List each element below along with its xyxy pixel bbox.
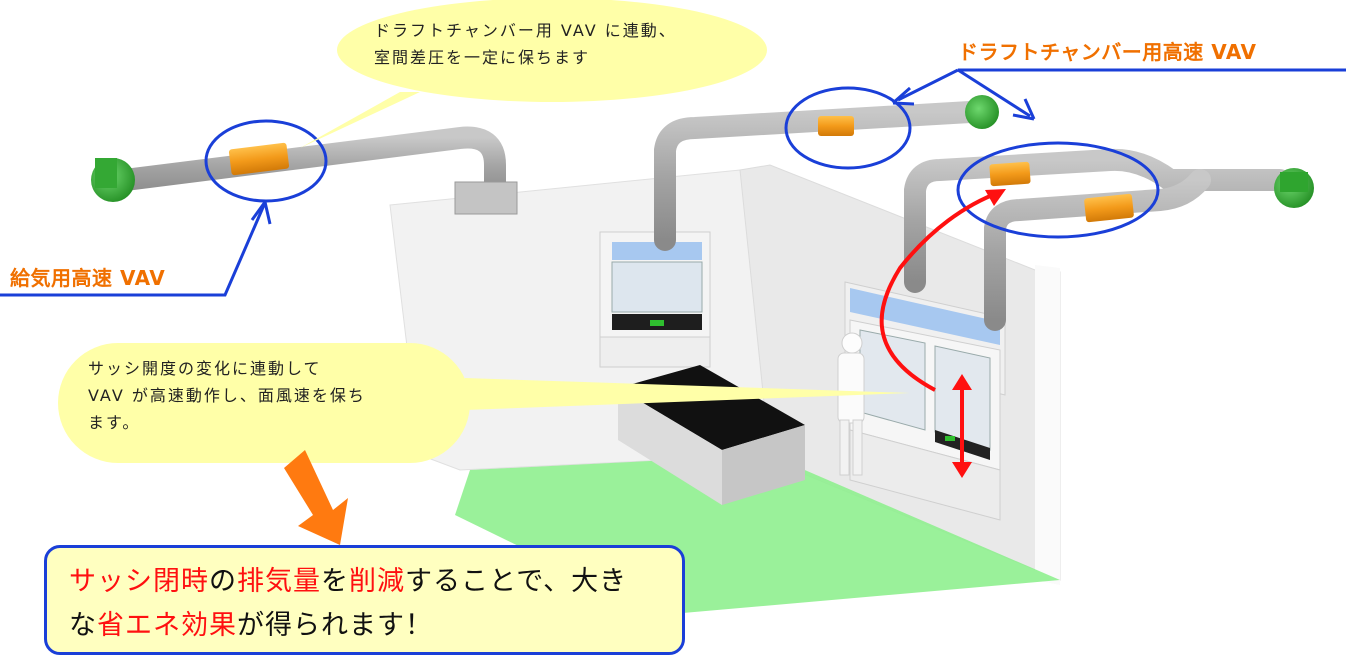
vav-exhaust-right-2 [1084, 193, 1134, 223]
lab-worker [837, 332, 865, 476]
top-callout-line1: ドラフトチャンバー用 VAV に連動、 [374, 21, 677, 40]
summary-energy-saving: 省エネ効果 [97, 610, 237, 641]
summary-text: の [209, 566, 237, 597]
down-arrow-icon [284, 450, 348, 545]
summary-text: を [321, 566, 349, 597]
summary-text: な [69, 610, 97, 641]
draft-vav-highlight-right [956, 141, 1160, 239]
supply-vav-label: 給気用高速 VAV [10, 266, 166, 290]
fume-hood-right [844, 281, 1006, 521]
supply-vav-leader [0, 201, 272, 297]
fume-hood-left [599, 231, 711, 368]
vav-exhaust-left [818, 116, 854, 136]
airflow-arrow [879, 189, 1006, 392]
summary-exhaust-volume: 排気量 [237, 566, 321, 597]
summary-reduction: 削減 [349, 566, 405, 597]
sash-callout-line2: VAV が高速動作し、面風速を保ち [88, 386, 366, 405]
supply-fan [91, 158, 135, 202]
sash-callout-line1: サッシ開度の変化に連動して [88, 359, 322, 378]
sash-callout-line3: ます。 [88, 413, 141, 432]
vav-exhaust-right-1 [989, 161, 1031, 187]
draft-vav-label: ドラフトチャンバー用高速 VAV [958, 40, 1257, 64]
top-callout-line2: 室間差圧を一定に保ちます [374, 48, 591, 67]
draft-vav-leader [892, 68, 1346, 121]
summary-text: が得られます！ [237, 610, 433, 641]
top-callout-bubble [300, 0, 767, 148]
summary-sash-closed: サッシ閉時 [69, 566, 209, 597]
supply-duct [114, 126, 518, 215]
sash-arrow [952, 374, 972, 478]
exhaust-fan-right [1274, 168, 1314, 208]
exhaust-duct-right [904, 148, 1291, 331]
draft-vav-highlight-left [784, 86, 912, 170]
supply-vav-highlight [204, 119, 328, 203]
summary-box: サッシ閉時の排気量を削減することで、大きな省エネ効果が得られます！ [44, 545, 685, 655]
summary-text: することで、大き [405, 566, 628, 597]
vav-supply [228, 142, 290, 176]
sash-callout-bubble [58, 343, 910, 463]
exhaust-fan-left [965, 95, 999, 129]
exhaust-duct-left [654, 101, 981, 251]
